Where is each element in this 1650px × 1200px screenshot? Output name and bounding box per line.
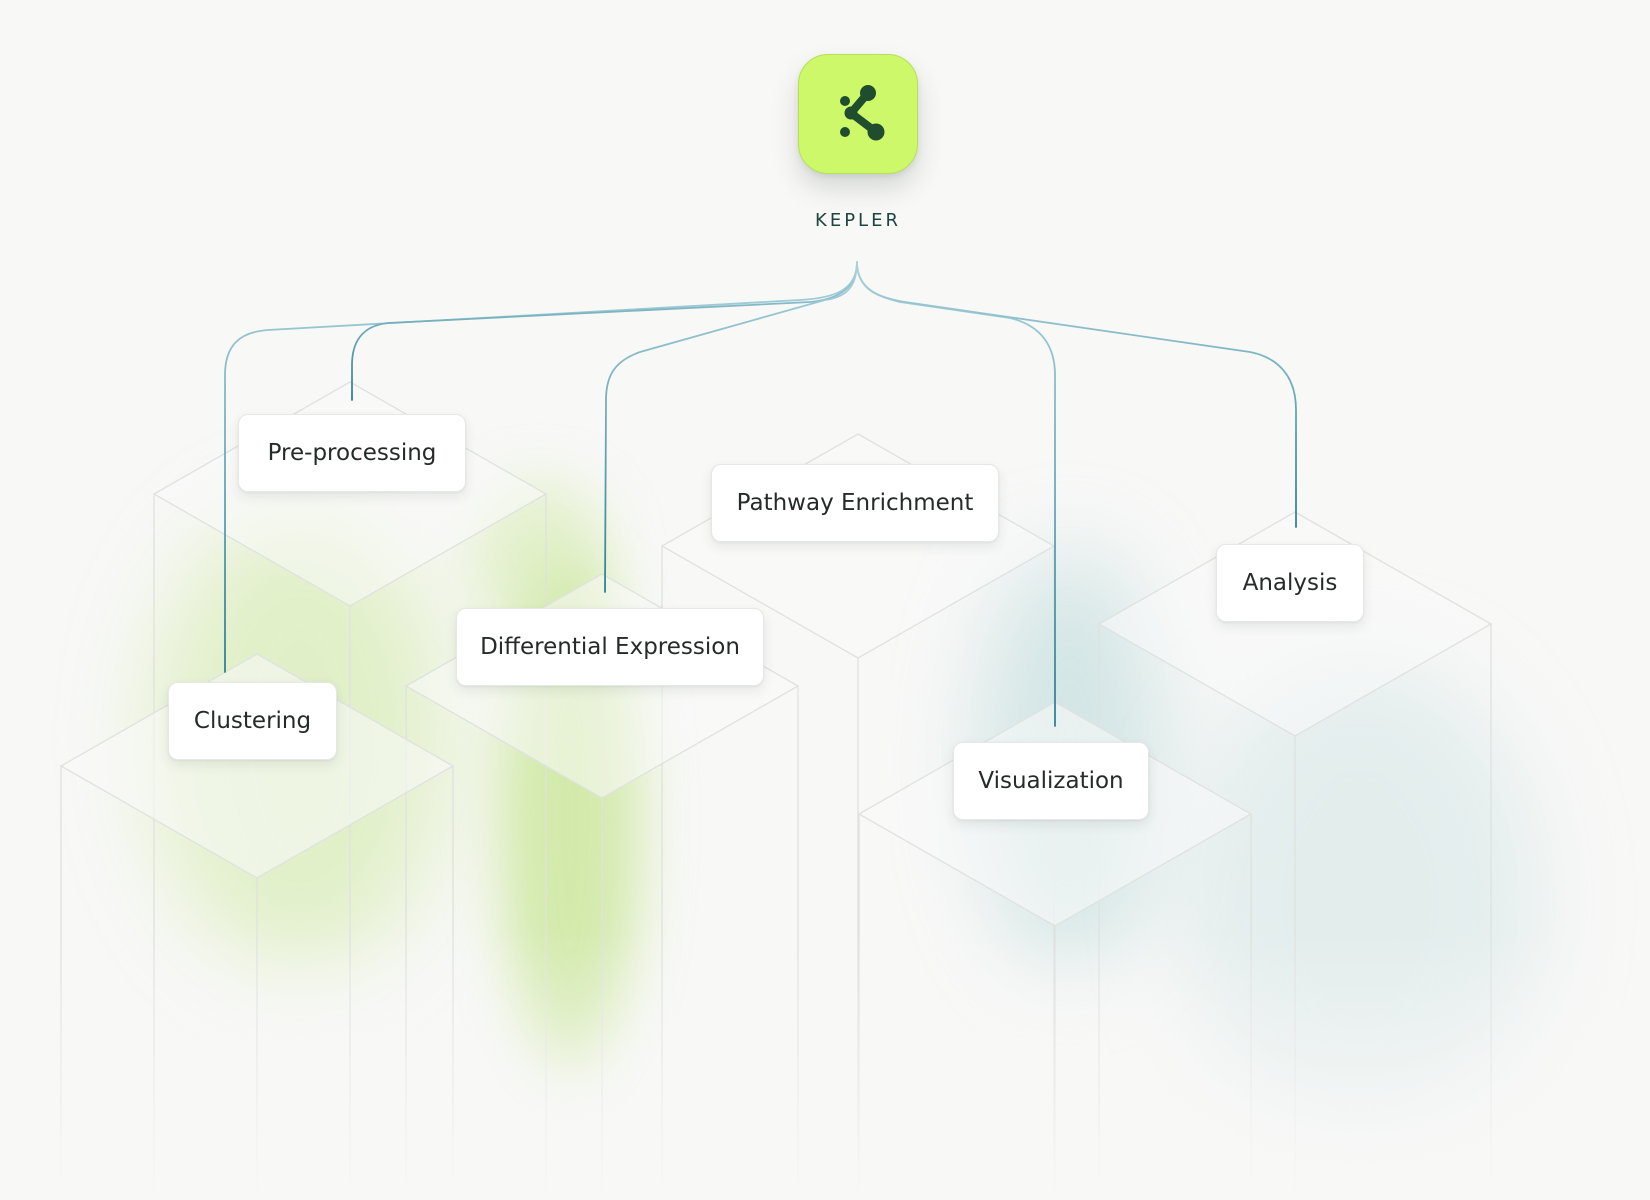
connector-differential-expression: [604, 261, 858, 593]
bottom-fade: [0, 930, 1650, 1200]
node-pre-processing[interactable]: Pre-processing: [238, 414, 466, 492]
root-label: KEPLER: [815, 210, 901, 231]
node-clustering[interactable]: Clustering: [168, 682, 337, 760]
connector-pre-processing: [351, 261, 858, 401]
node-analysis[interactable]: Analysis: [1216, 544, 1364, 622]
node-pathway-enrichment[interactable]: Pathway Enrichment: [711, 464, 999, 542]
connector-analysis: [856, 261, 1297, 528]
network-nodes-icon: [840, 85, 885, 141]
node-visualization[interactable]: Visualization: [953, 742, 1149, 820]
connector-lines: [224, 261, 1297, 727]
node-differential-expression[interactable]: Differential Expression: [456, 608, 764, 686]
block-analysis: [1097, 511, 1493, 1200]
kepler-logo-tile: [798, 54, 918, 174]
